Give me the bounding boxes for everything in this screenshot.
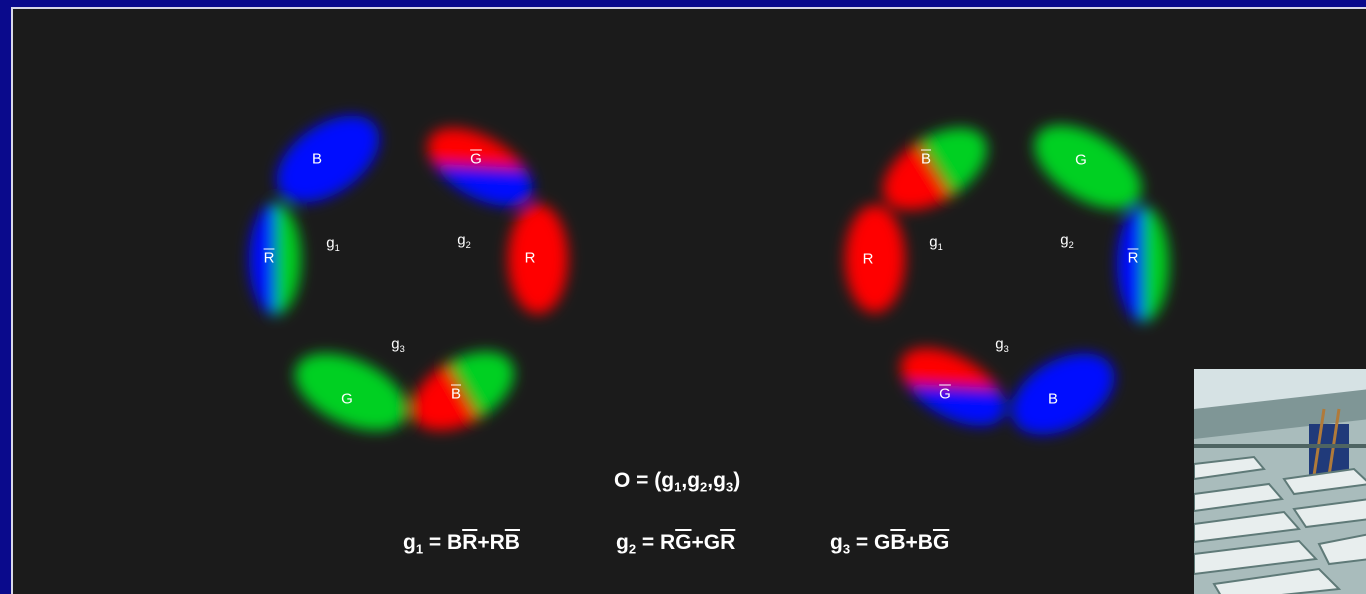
slide-area: B G R B G R g1 g2 g3 B G R B G R g1 g2 g… [11,7,1366,594]
left-segment-R-bar [249,203,301,315]
left-label-B: B [311,150,323,168]
g2-formula: g2 = RG+GR [616,531,736,557]
left-segment-G-bar [427,128,533,206]
right-label-R-bar: R [1127,249,1139,267]
gluon-color-diagram [249,115,1169,435]
right-label-G-bar: G [939,385,951,403]
right-g1-label: g1 [929,233,943,252]
right-segment-R-bar [1117,206,1169,322]
right-segment-B [1011,353,1115,435]
left-label-G-bar: G [470,150,482,168]
left-g3-label: g3 [391,335,405,354]
detector-photo [1194,369,1366,594]
octet-formula: O = (g1,g2,g3) [614,469,741,495]
left-g2-label: g2 [457,231,471,250]
right-label-G: G [1075,151,1087,169]
right-label-B: B [1047,390,1059,408]
left-segment-R [508,204,568,314]
left-label-R: R [524,249,536,267]
left-label-R-bar: R [263,249,275,267]
right-segment-B-bar [882,127,988,211]
right-segment-G-bar [900,348,1006,426]
right-segment-G [1034,125,1142,209]
g1-formula: g1 = BR+RB [403,531,520,557]
left-segment-B [276,115,380,203]
left-g1-label: g1 [326,234,340,253]
right-label-B-bar: B [920,150,932,168]
left-segment-G [294,353,408,431]
left-label-G: G [341,390,353,408]
right-segment-R [845,205,905,313]
right-g2-label: g2 [1060,231,1074,250]
right-g3-label: g3 [995,335,1009,354]
left-label-B-bar: B [450,385,462,403]
right-label-R: R [862,250,874,268]
left-segment-B-bar [411,351,515,431]
g3-formula: g3 = GB+BG [830,531,950,557]
